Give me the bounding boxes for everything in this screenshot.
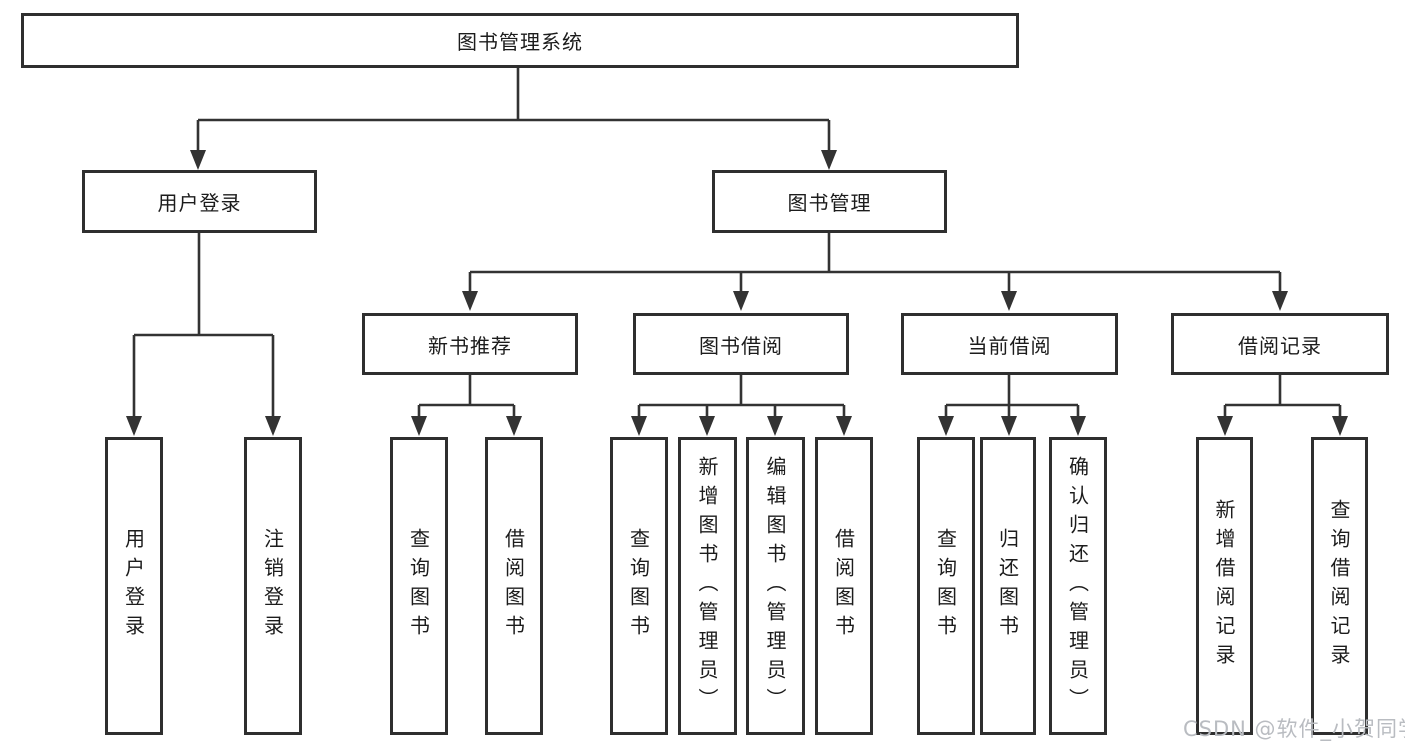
connector-book-management-children [462,233,1288,311]
node-current-borrow: 当前借阅 [901,313,1118,375]
leaf-user-login: 用户登录 [105,437,163,735]
connector-root-to-level2 [190,68,837,170]
connector-borrow-records-children [1217,375,1348,436]
connector-book-borrow-children [631,375,852,436]
connector-current-borrow-children [938,375,1086,436]
connector-new-book-recommend-children [411,375,522,436]
leaf-query-books-borrow: 查询图书 [610,437,668,735]
node-root: 图书管理系统 [21,13,1019,68]
node-borrow-records: 借阅记录 [1171,313,1389,375]
leaf-borrow-books-recommend: 借阅图书 [485,437,543,735]
node-book-borrow: 图书借阅 [633,313,849,375]
leaf-edit-book-admin: 编辑图书（管理员） [746,437,805,735]
leaf-add-borrow-record: 新增借阅记录 [1196,437,1253,735]
node-book-management: 图书管理 [712,170,947,233]
node-new-book-recommend: 新书推荐 [362,313,578,375]
csdn-watermark: CSDN @软件_小贺同学 [1183,717,1405,741]
node-user-login: 用户登录 [82,170,317,233]
leaf-return-books: 归还图书 [980,437,1036,735]
connector-user-login-children [126,233,281,436]
leaf-query-books-recommend: 查询图书 [390,437,448,735]
leaf-add-book-admin: 新增图书（管理员） [678,437,737,735]
leaf-query-borrow-record: 查询借阅记录 [1311,437,1368,735]
leaf-query-books-current: 查询图书 [917,437,975,735]
leaf-borrow-books: 借阅图书 [815,437,873,735]
leaf-confirm-return-admin: 确认归还（管理员） [1049,437,1107,735]
leaf-logout: 注销登录 [244,437,302,735]
